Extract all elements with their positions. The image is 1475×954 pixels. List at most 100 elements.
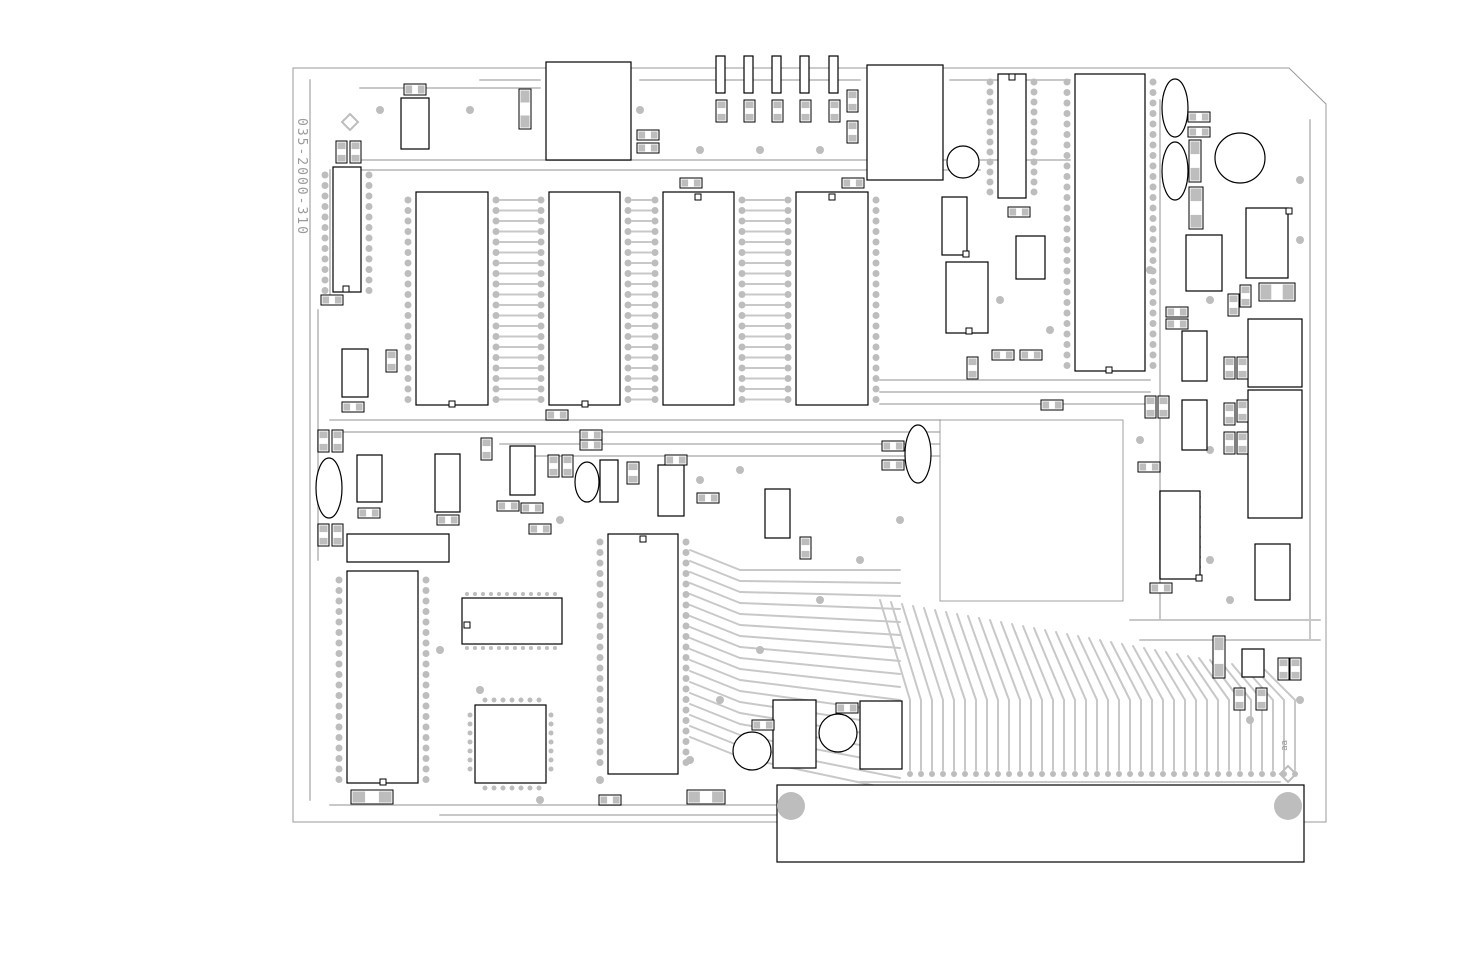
pad [625, 386, 632, 393]
pad [884, 462, 891, 469]
pad [739, 281, 746, 288]
pad [754, 722, 761, 729]
pad [683, 707, 690, 714]
pad [1150, 184, 1157, 191]
ic-dip-u17 [435, 454, 460, 512]
pad [1191, 168, 1200, 181]
pad [322, 266, 329, 273]
ic-dip-u27 [1255, 544, 1290, 600]
pad [802, 102, 810, 109]
pad [366, 277, 373, 284]
pad [483, 440, 491, 447]
pad [1280, 672, 1288, 679]
pad [739, 239, 746, 246]
pad [439, 517, 446, 524]
pad [537, 698, 542, 703]
pad [423, 692, 430, 699]
ic-dip-u19 [658, 465, 684, 516]
pad [423, 713, 430, 720]
pad [785, 249, 792, 256]
pin1-marker [1009, 74, 1015, 80]
pad [538, 302, 545, 309]
pad [1193, 771, 1199, 777]
header-pin-3 [772, 56, 781, 93]
pad [785, 323, 792, 330]
header-pin-5 [829, 56, 838, 93]
pad [987, 129, 994, 136]
ic-plcc-u31 [475, 705, 546, 783]
pad [652, 323, 659, 330]
pad [683, 602, 690, 609]
pad [336, 608, 343, 615]
pin1-marker [582, 401, 588, 407]
pin1-marker [449, 401, 455, 407]
pad [1150, 100, 1157, 107]
pad [625, 270, 632, 277]
pad [1150, 163, 1157, 170]
pad [785, 270, 792, 277]
pad [423, 577, 430, 584]
pad [423, 619, 430, 626]
pad [652, 365, 659, 372]
pad [405, 228, 412, 235]
pad [1180, 309, 1187, 316]
pad [918, 771, 924, 777]
pad [625, 344, 632, 351]
pad [652, 281, 659, 288]
pad [1064, 194, 1071, 201]
pad [468, 767, 473, 772]
pad [366, 193, 373, 200]
pad [597, 623, 604, 630]
pad [1226, 359, 1234, 366]
pad [405, 249, 412, 256]
pad [338, 155, 346, 162]
pad [699, 495, 706, 502]
pad [849, 92, 857, 99]
pad [320, 432, 328, 439]
pad [739, 228, 746, 235]
pad [774, 102, 782, 109]
pad [652, 386, 659, 393]
pad [564, 457, 572, 464]
pad [338, 143, 346, 150]
pad [636, 106, 644, 114]
pad [1150, 362, 1157, 369]
pad [336, 650, 343, 657]
pin1-marker [380, 779, 386, 785]
pad [873, 344, 880, 351]
pad [785, 197, 792, 204]
pad [538, 249, 545, 256]
pad [473, 592, 477, 596]
pad [683, 549, 690, 556]
pad [1236, 690, 1244, 697]
pad [1237, 771, 1243, 777]
pad [519, 698, 524, 703]
pad [1150, 152, 1157, 159]
pad [683, 539, 690, 546]
pad [785, 386, 792, 393]
pin1-marker [695, 194, 701, 200]
pin1-marker [1196, 575, 1202, 581]
pad [553, 646, 557, 650]
pin1-marker [829, 194, 835, 200]
pad [1226, 371, 1234, 378]
ic-dip-u22 [946, 262, 988, 333]
pad [597, 644, 604, 651]
pad [1140, 464, 1147, 471]
pad [625, 197, 632, 204]
ic-dip-u13 [1246, 208, 1288, 278]
pad [652, 333, 659, 340]
pad [696, 476, 704, 484]
pad [969, 359, 977, 366]
pad [716, 696, 724, 704]
pad [451, 517, 458, 524]
pad [711, 495, 718, 502]
pad [556, 516, 564, 524]
pad [352, 155, 360, 162]
pad [739, 323, 746, 330]
ic-dip-u9 [998, 74, 1026, 198]
pad [545, 646, 549, 650]
pad [597, 560, 604, 567]
pad [545, 592, 549, 596]
pad [597, 738, 604, 745]
